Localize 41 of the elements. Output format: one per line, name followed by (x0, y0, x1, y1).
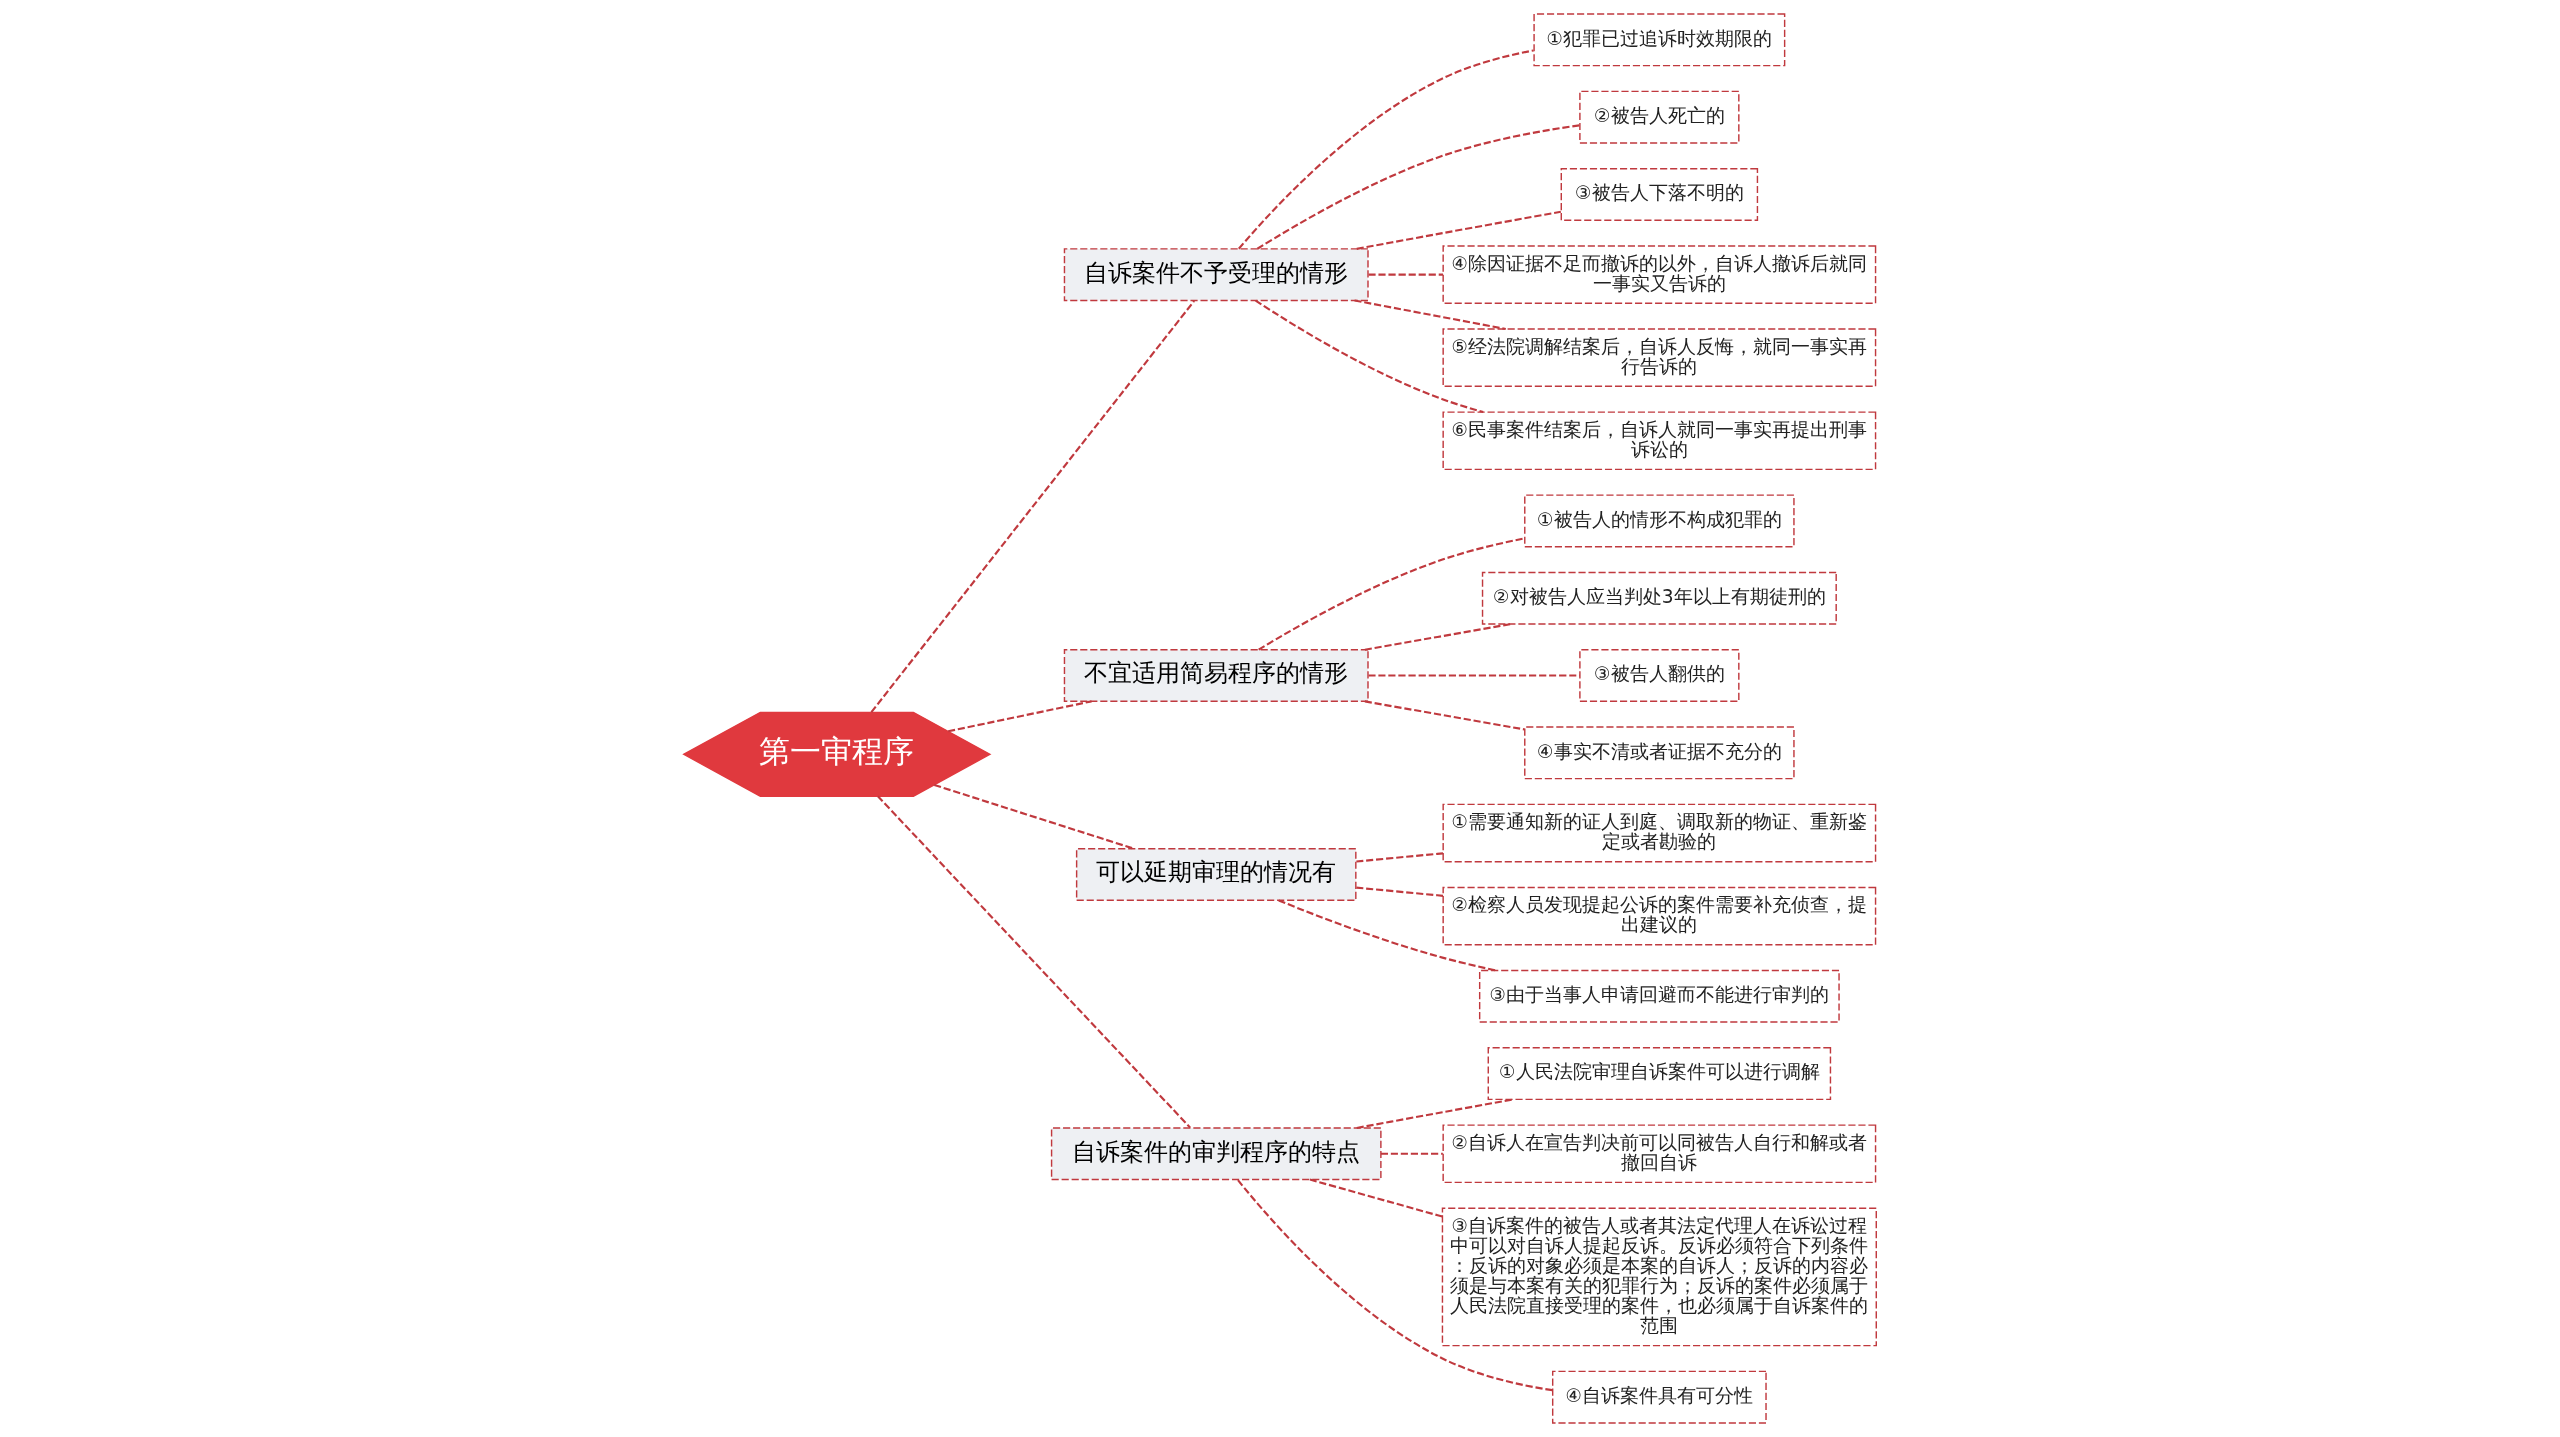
node-box: ④除因证据不足而撤诉的以外，自诉人撤诉后就同一事实又告诉的 (1442, 245, 1877, 304)
node-box: ③由于当事人申请回避而不能进行审判的 (1478, 969, 1840, 1023)
node-box: ③被告人翻供的 (1579, 649, 1740, 703)
connector (1278, 899, 1497, 972)
connector (1381, 1152, 1443, 1155)
connector (1238, 49, 1534, 250)
node-box: ④事实不清或者证据不充分的 (1524, 726, 1795, 780)
connector (1356, 1098, 1514, 1129)
connector (1364, 700, 1525, 731)
node-box: ③被告人下落不明的 (1560, 168, 1759, 221)
connector (933, 783, 1134, 850)
node-box: ⑥民事案件结案后，自诉人就同一事实再提出刑事诉讼的 (1442, 411, 1877, 471)
connector (1237, 1179, 1553, 1392)
node-box: ①人民法院审理自诉案件可以进行调解 (1487, 1047, 1832, 1101)
connector (1368, 674, 1580, 677)
connector (870, 300, 1195, 713)
connector (1309, 1178, 1443, 1218)
connector (1364, 623, 1512, 651)
node-box: 自诉案件的审判程序的特点 (1050, 1127, 1382, 1181)
connector (1258, 537, 1525, 651)
connector (1356, 852, 1444, 863)
connector (1356, 886, 1444, 897)
node-box: ①犯罪已过追诉时效期限的 (1533, 13, 1786, 67)
node-box: ①需要通知新的证人到庭、调取新的物证、重新鉴定或者勘验的 (1442, 803, 1877, 863)
connector (948, 700, 1092, 733)
node-box: ③自诉案件的被告人或者其法定代理人在诉讼过程中可以对自诉人提起反诉。反诉必须符合下列条件：反诉的对象必须是本案的自诉人；反诉的内容必须是与本案有关的犯罪行为；反诉的案件必须属于人民法院直接受理的案件，也必须属于自诉案件的范围 (1441, 1207, 1877, 1347)
node-box: ②自诉人在宣告判决前可以同被告人自行和解或者撤回自诉 (1442, 1124, 1877, 1184)
node-box: 可以延期审理的情况有 (1075, 848, 1357, 902)
node-box: ⑤经法院调解结案后，自诉人反悔，就同一事实再行告诉的 (1442, 328, 1877, 388)
node-box: ①被告人的情形不构成犯罪的 (1524, 494, 1795, 548)
node-box: ②被告人死亡的 (1579, 90, 1740, 144)
node-box: ②对被告人应当判处3年以上有期徒刑的 (1481, 571, 1837, 625)
node-box: 自诉案件不予受理的情形 (1063, 248, 1369, 302)
connector (1354, 299, 1506, 331)
node-box: 不宜适用简易程序的情形 (1063, 649, 1369, 703)
node-box: ④自诉案件具有可分性 (1551, 1370, 1767, 1424)
connector (877, 795, 1191, 1129)
node-box: ②检察人员发现提起公诉的案件需要补充侦查，提出建议的 (1442, 886, 1877, 946)
connector (1356, 210, 1562, 250)
connector (1368, 273, 1443, 276)
connector (1256, 124, 1580, 250)
